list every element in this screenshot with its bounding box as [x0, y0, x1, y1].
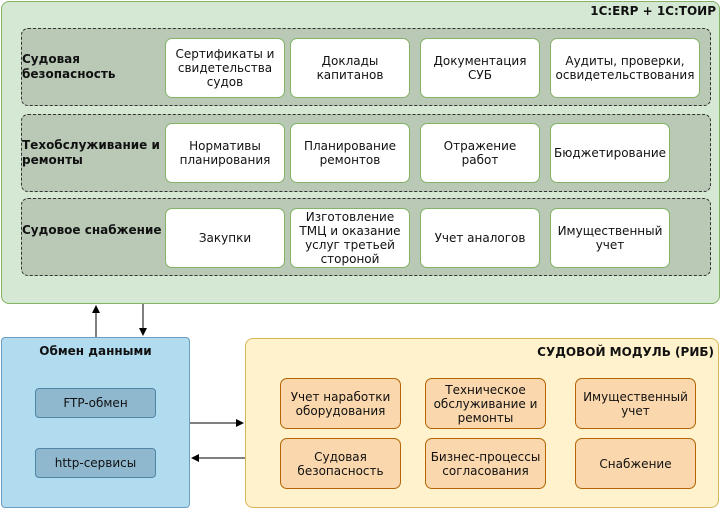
- ship-card-safety: Судовая безопасность: [280, 438, 401, 489]
- card-work-recording: Отражение работ: [420, 123, 540, 183]
- row-label-ship-safety: Судовая безопасность: [22, 52, 116, 81]
- ftp-exchange: FTP-обмен: [35, 388, 156, 418]
- card-repair-planning: Планирование ремонтов: [290, 123, 410, 183]
- card-purchases: Закупки: [165, 208, 285, 268]
- ship-card-equipment-runtime: Учет наработки оборудования: [280, 378, 401, 429]
- card-sms-docs: Документация СУБ: [420, 38, 540, 98]
- card-audits: Аудиты, проверки, освидетельствования: [550, 38, 700, 98]
- card-planning-norms: Нормативы планирования: [165, 123, 285, 183]
- ship-module-title: СУДОВОЙ МОДУЛЬ (РИБ): [537, 345, 714, 359]
- card-property-accounting: Имущественный учет: [550, 208, 670, 268]
- row-label-maintenance: Техобслуживание и ремонты: [22, 138, 160, 167]
- ship-card-approval-processes: Бизнес-процессы согласования: [425, 438, 546, 489]
- erp-title: 1С:ERP + 1С:ТОИР: [590, 4, 716, 18]
- card-analogs: Учет аналогов: [420, 208, 540, 268]
- card-certificates: Сертификаты и свидетельства судов: [165, 38, 285, 98]
- data-exchange-title: Обмен данными: [39, 344, 152, 358]
- data-exchange-block: [1, 337, 190, 508]
- card-third-party-manufacturing: Изготовление ТМЦ и оказание услуг третье…: [290, 208, 410, 268]
- row-label-ship-supply: Судовое снабжение: [22, 223, 162, 237]
- http-services: http-сервисы: [35, 448, 156, 478]
- card-captain-reports: Доклады капитанов: [290, 38, 410, 98]
- card-budgeting: Бюджетирование: [550, 123, 670, 183]
- ship-card-property: Имущественный учет: [575, 378, 696, 429]
- ship-card-supply: Снабжение: [575, 438, 696, 489]
- ship-card-maintenance: Техническое обслуживание и ремонты: [425, 378, 546, 429]
